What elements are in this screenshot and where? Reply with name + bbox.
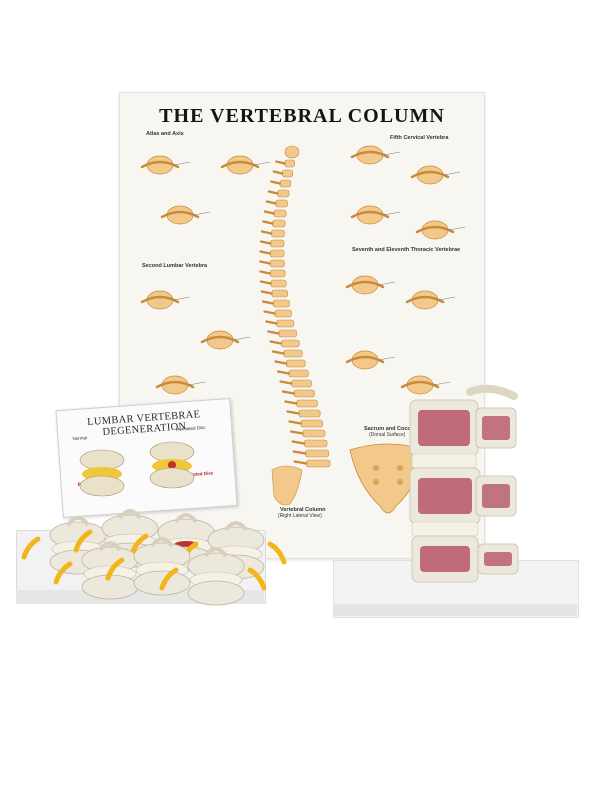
section-second-lumbar: Second Lumbar Vertebra [142,263,208,269]
section-sacrum-coccyx: Sacrum and Coccyx [364,426,417,432]
section-fifth-cervical: Fifth Cervical Vertebra [390,135,449,141]
section-atlas-axis: Atlas and Axis [146,131,184,137]
stand-pole [429,520,435,582]
label-degenerated: Degenerated Disc [175,470,214,479]
section-sacrum-sub: (Dorsal Surface) [369,432,406,438]
column-caption: Vertebral Column [280,507,326,513]
left-model-base-front [16,590,264,604]
cross-section-stand-front [333,604,577,616]
lumbar-degeneration-card: LUMBAR VERTEBRAE DEGENERATION Normal Her… [55,398,238,518]
label-bone-spurs: Bone Spurs [77,480,104,487]
column-sub: (Right Lateral View) [278,513,322,519]
section-thoracic: Seventh and Eleventh Thoracic Vertebrae [352,247,461,253]
poster-title: THE VERTEBRAL COLUMN [159,105,445,127]
label-normal: Normal [72,435,88,442]
